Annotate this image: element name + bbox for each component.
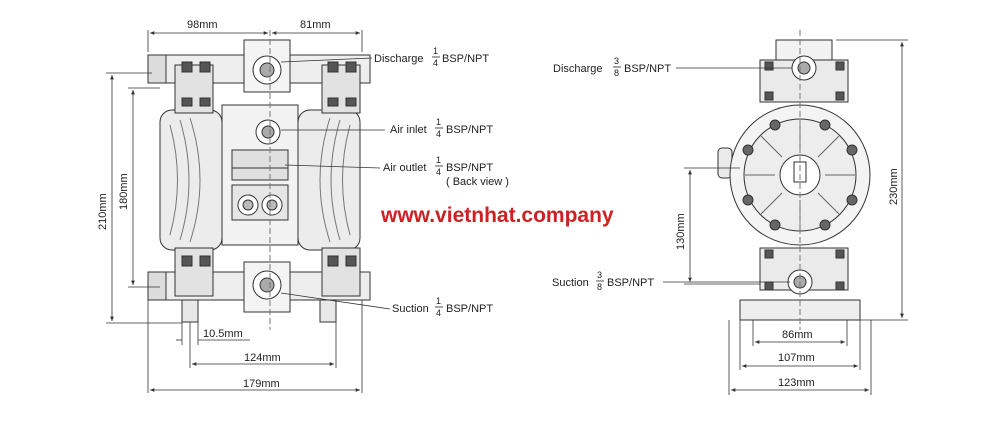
- dim-top-right: 81mm: [300, 19, 331, 31]
- callout-discharge-side: Discharge 3 8 BSP/NPT: [553, 56, 671, 78]
- left-chamber: [159, 109, 223, 251]
- side-dimension-lines: [663, 39, 908, 395]
- callout-air-inlet: Air inlet 1 4 BSP/NPT: [390, 117, 493, 139]
- callout-thread: BSP/NPT: [607, 277, 654, 289]
- frac-num: 1: [436, 117, 441, 127]
- dim-side-suction-height: 130mm: [675, 213, 687, 250]
- side-view: [717, 30, 871, 330]
- frac-den: 8: [614, 68, 619, 78]
- callout-suction-front: Suction 1 4 BSP/NPT: [392, 296, 493, 318]
- dim-top-left: 98mm: [187, 19, 218, 31]
- foot-left: [181, 299, 199, 323]
- callout-note: ( Back view ): [446, 176, 509, 188]
- dim-side-w1: 86mm: [782, 329, 813, 341]
- frac-num: 3: [614, 56, 619, 66]
- callout-name: Air outlet: [383, 162, 426, 174]
- frac-num: 1: [436, 155, 441, 165]
- callout-thread: BSP/NPT: [442, 53, 489, 65]
- frac-den: 4: [436, 167, 441, 177]
- right-chamber: [297, 109, 361, 251]
- dim-foot: 10.5mm: [203, 328, 243, 340]
- callout-thread: BSP/NPT: [624, 63, 671, 75]
- callout-name: Suction: [552, 277, 589, 289]
- callout-suction-side: Suction 3 8 BSP/NPT: [552, 270, 654, 292]
- callout-thread: BSP/NPT: [446, 303, 493, 315]
- front-dimension-lines: [106, 30, 391, 393]
- callout-name: Air inlet: [390, 124, 427, 136]
- front-view: [147, 30, 371, 330]
- frac-num: 1: [436, 296, 441, 306]
- frac-den: 4: [436, 308, 441, 318]
- website-text: www.vietnhat.company: [380, 204, 614, 227]
- callout-thread: BSP/NPT: [446, 124, 493, 136]
- frac-den: 4: [436, 129, 441, 139]
- dim-bottom-inner: 124mm: [244, 352, 281, 364]
- callout-thread: BSP/NPT: [446, 162, 493, 174]
- dim-side-w2: 107mm: [778, 352, 815, 364]
- callout-name: Discharge: [374, 53, 424, 65]
- foot-right: [319, 299, 337, 323]
- callout-discharge-front: Discharge 1 4 BSP/NPT: [374, 46, 489, 68]
- dim-side-height: 230mm: [888, 168, 900, 205]
- dim-height-inner: 180mm: [118, 173, 130, 210]
- frac-num: 1: [433, 46, 438, 56]
- frac-den: 4: [433, 58, 438, 68]
- dim-side-w3: 123mm: [778, 377, 815, 389]
- frac-den: 8: [597, 282, 602, 292]
- dim-height-total: 210mm: [97, 193, 109, 230]
- callout-name: Discharge: [553, 63, 603, 75]
- callout-air-outlet: Air outlet 1 4 BSP/NPT ( Back view ): [383, 155, 509, 188]
- callout-name: Suction: [392, 303, 429, 315]
- frac-num: 3: [597, 270, 602, 280]
- dim-bottom-total: 179mm: [243, 378, 280, 390]
